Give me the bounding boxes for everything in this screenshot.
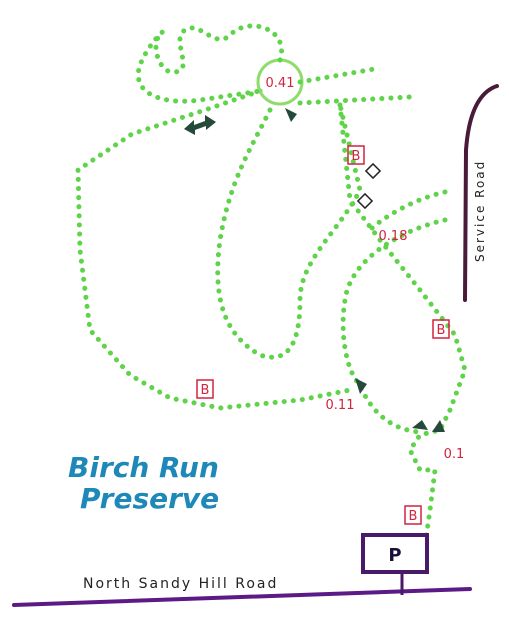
svg-text:B: B: [352, 149, 361, 164]
main-road: [12, 587, 472, 607]
svg-text:B: B: [437, 323, 446, 338]
direction-arrow-icon: [355, 378, 367, 394]
preserve-title-line1: Birch Run: [68, 451, 219, 484]
parking-sign-icon: P: [361, 533, 429, 595]
service-road: [463, 84, 499, 302]
blaze-marker-icon: B: [196, 379, 214, 399]
trail-network: [75, 23, 468, 548]
distance-label: 0.41: [266, 76, 295, 91]
trail-east-upper: [367, 189, 448, 233]
svg-text:P: P: [388, 545, 401, 566]
svg-text:B: B: [409, 509, 418, 524]
distance-label: 0.11: [326, 398, 355, 413]
main-road-label: North Sandy Hill Road: [83, 576, 278, 592]
direction-arrows: [184, 108, 445, 432]
service-road-label: Service Road: [473, 160, 487, 262]
trail-e-spur: [297, 94, 413, 106]
trail-inner-loop: [215, 102, 363, 360]
blaze-marker-icon: B: [404, 505, 422, 525]
blaze-marker-icon: B: [432, 319, 450, 339]
blaze-marker-icon: B: [347, 145, 365, 165]
direction-arrow-icon: [285, 108, 297, 122]
bench-icon: [364, 162, 382, 180]
distance-label: 0.1: [444, 447, 465, 462]
distance-label: 0.18: [379, 229, 408, 244]
trail-ne-spur: [297, 65, 383, 85]
svg-text:B: B: [201, 383, 210, 398]
trail-west-loop: [75, 88, 353, 411]
trail-east-inner: [340, 217, 448, 435]
trail-north-squiggle: [135, 23, 285, 104]
direction-arrow-icon: [432, 420, 445, 432]
preserve-title-line2: Preserve: [80, 482, 219, 515]
trail-east-main: [337, 102, 468, 548]
direction-arrow-icon: [184, 115, 216, 135]
bench-icon: [356, 192, 374, 210]
direction-arrow-icon: [412, 420, 428, 430]
